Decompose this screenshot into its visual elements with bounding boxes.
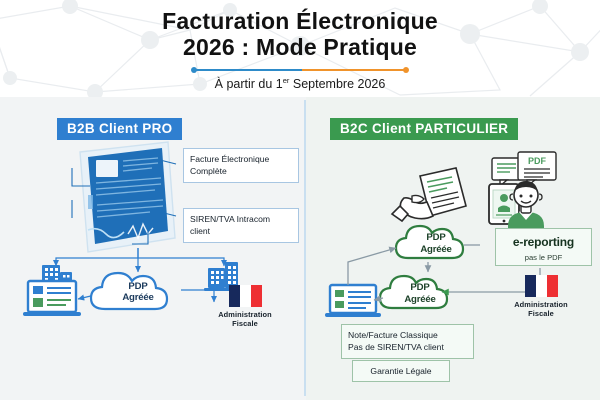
callout-facture-electronique: Facture Électronique Complète [183,148,299,183]
subtitle-ordinal: er [282,75,290,85]
admin-fiscale-right: Administration Fiscale [495,275,587,319]
panel-divider [304,100,306,396]
admin-left-line1: Administration [218,310,272,319]
callout-garantie-legale: Garantie Légale [352,360,450,383]
cloud-pdp-b2c-bottom: PDP Agréée [383,272,457,315]
page-title-line2: 2026 : Mode Pratique [182,33,418,60]
note-line2: Pas de SIREN/TVA client [348,342,444,353]
cloud-b2c-top-line1: PDP [426,232,446,244]
timeline-segment-orange [302,69,406,71]
cloud-b2b-line1: PDP [128,280,148,292]
subtitle-post: Septembre 2026 [289,76,386,91]
cloud-b2c-top-line2: Agréée [420,243,452,255]
french-flag-icon-right [495,275,587,297]
network-pattern-background [0,0,600,97]
badge-b2c: B2C Client PARTICULIER [330,118,519,140]
ereporting-title: e-reporting [512,235,575,249]
timeline-dot-end [403,66,409,73]
callout-siren-tva: SIREN/TVA Intracom client [183,208,299,243]
header: Facturation Électronique 2026 : Mode Pra… [0,0,600,97]
cloud-pdp-b2b: PDP Agréée [95,268,181,316]
subtitle-pre: À partir du 1 [214,76,283,91]
ereporting-subtitle: pas le PDF [524,253,563,263]
badge-b2b: B2B Client PRO [57,118,183,140]
admin-fiscale-left: Administration Fiscale [199,285,291,329]
admin-right-caption: Administration Fiscale [495,300,587,319]
cloud-b2c-bottom-line2: Agréée [404,293,436,305]
note-line1: Note/Facture Classique [348,330,438,340]
timeline-graphic [191,66,409,74]
callout-ereporting: e-reporting pas le PDF [495,228,592,266]
admin-left-caption: Administration Fiscale [199,310,291,329]
cloud-b2c-bottom-line1: PDP [410,282,430,294]
cloud-b2b-line2: Agréée [122,292,154,303]
panel-b2b [0,97,306,400]
timeline-segment-blue [194,69,302,71]
admin-right-line2: Fiscale [528,309,554,319]
callout-note-facture: Note/Facture Classique Pas de SIREN/TVA … [341,324,474,359]
effective-date-subtitle: À partir du 1er Septembre 2026 [215,76,386,91]
admin-right-line1: Administration [514,300,568,309]
timeline-dot-start [191,66,197,73]
cloud-pdp-b2c-top: PDP Agréée [399,222,473,265]
french-flag-icon-left [199,285,291,307]
page-title-line1: Facturation Électronique [162,8,438,34]
admin-left-line2: Fiscale [232,319,258,329]
